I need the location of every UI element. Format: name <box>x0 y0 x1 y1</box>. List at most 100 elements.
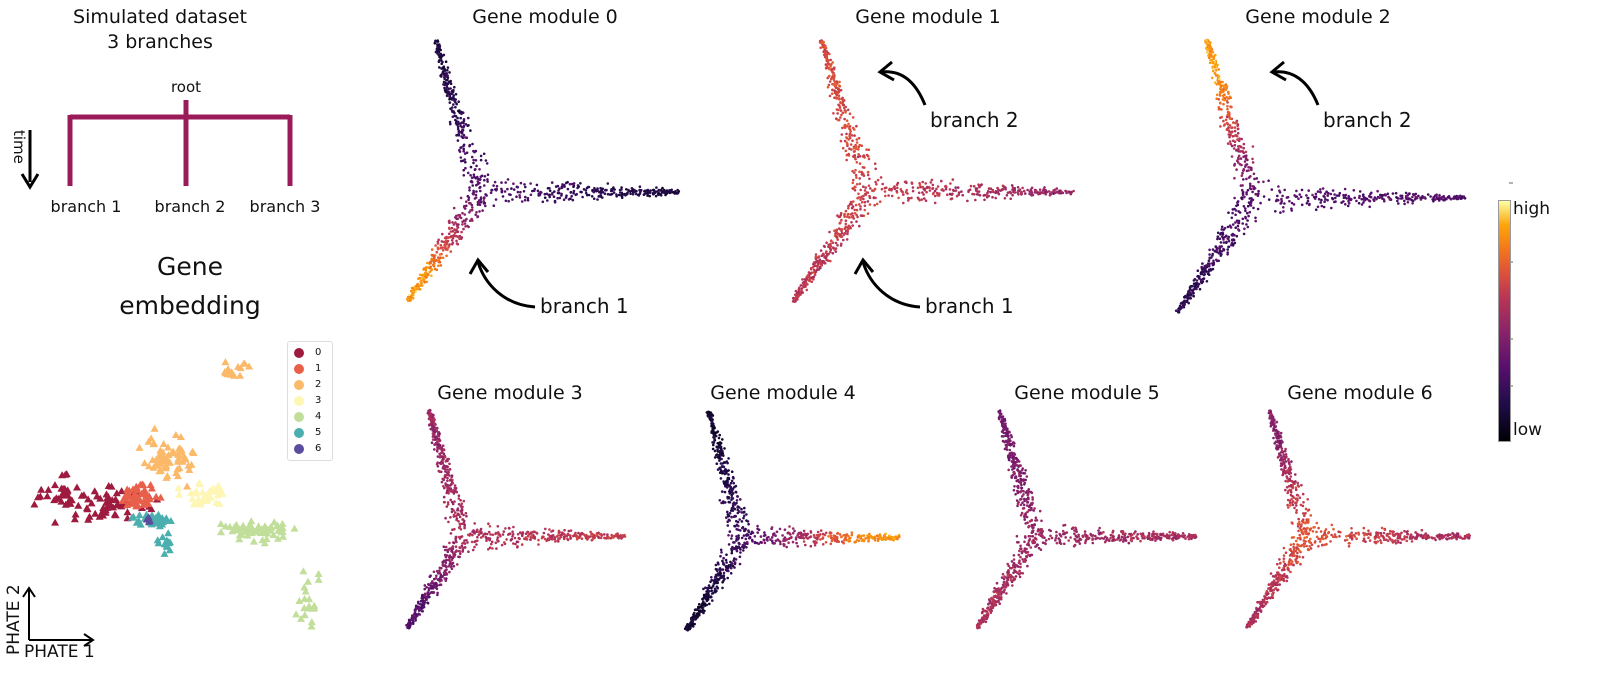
cell-point <box>569 197 572 200</box>
cell-point <box>840 228 844 231</box>
cell-point <box>971 192 974 196</box>
cell-point <box>1023 540 1026 544</box>
cell-point <box>1174 309 1178 313</box>
cell-point <box>1208 253 1211 256</box>
cell-point <box>774 534 777 537</box>
cell-point <box>1293 194 1296 197</box>
cell-point <box>714 431 717 435</box>
cell-point <box>853 208 856 212</box>
cell-point <box>836 244 839 247</box>
cell-point <box>730 566 733 570</box>
cell-point <box>439 264 443 267</box>
cell-point <box>407 621 411 625</box>
cell-point <box>408 293 412 297</box>
cell-point <box>569 536 572 540</box>
cell-point <box>1387 195 1390 199</box>
cell-point <box>1224 118 1228 122</box>
cell-point <box>736 495 739 498</box>
cell-point <box>537 543 540 546</box>
cell-point <box>969 184 973 188</box>
cell-point <box>1429 195 1432 198</box>
cell-point <box>446 503 450 506</box>
cell-point <box>1334 200 1337 203</box>
cell-point <box>449 82 453 86</box>
cell-point <box>779 542 782 546</box>
cell-point <box>1230 126 1233 130</box>
cell-point <box>833 89 836 92</box>
cell-point <box>837 88 840 91</box>
cell-point <box>1214 245 1218 248</box>
cell-point <box>756 527 759 531</box>
cell-point <box>795 294 799 297</box>
cell-point <box>1376 195 1380 199</box>
cell-point <box>1367 199 1371 202</box>
cell-point <box>553 190 556 193</box>
cell-point <box>719 469 723 473</box>
cell-point <box>1246 204 1250 208</box>
cell-point <box>848 125 851 128</box>
cell-point <box>443 88 447 92</box>
cell-point <box>511 530 514 533</box>
cell-point <box>727 473 730 476</box>
cell-point <box>1007 468 1010 472</box>
cell-point <box>727 477 731 481</box>
cell-point <box>844 105 847 109</box>
cell-point <box>819 538 822 541</box>
cell-point <box>1208 50 1212 53</box>
cell-point <box>1283 202 1286 205</box>
cell-point <box>873 539 877 542</box>
cell-point <box>759 535 763 538</box>
cell-point <box>585 193 589 197</box>
cell-point <box>887 194 890 197</box>
cell-point <box>734 558 738 561</box>
cell-point <box>1154 536 1158 540</box>
cell-point <box>474 168 477 171</box>
cell-point <box>457 526 461 530</box>
cell-point <box>805 288 809 292</box>
cell-point <box>919 185 922 189</box>
cell-point <box>454 539 458 543</box>
cell-point <box>497 533 500 536</box>
cell-point <box>835 229 838 233</box>
cell-point <box>1233 140 1237 143</box>
cell-point <box>1215 93 1219 97</box>
cell-point <box>1305 194 1308 197</box>
cell-point <box>433 42 437 45</box>
cell-point <box>1187 301 1190 305</box>
cell-point <box>430 258 433 262</box>
cell-point <box>1245 192 1248 196</box>
cell-point <box>658 189 662 192</box>
cell-point <box>1001 572 1005 576</box>
cell-point <box>966 199 969 203</box>
cell-point <box>738 518 741 521</box>
cell-point <box>631 192 635 196</box>
cell-point <box>847 207 850 210</box>
cell-point <box>464 123 468 126</box>
cell-point <box>447 484 450 487</box>
cell-point <box>572 191 575 195</box>
cell-point <box>457 223 460 226</box>
cell-point <box>819 529 823 532</box>
cell-point <box>722 454 725 457</box>
cell-point <box>1024 478 1027 482</box>
cell-point <box>1314 192 1318 196</box>
cell-point <box>421 599 424 602</box>
cell-point <box>1220 108 1223 111</box>
cell-point <box>1031 535 1035 538</box>
cell-point <box>876 534 879 537</box>
cell-point <box>436 240 440 244</box>
cell-point <box>729 572 733 575</box>
cell-point <box>515 540 519 544</box>
cell-point <box>463 222 467 225</box>
cell-point <box>409 289 413 293</box>
cell-point <box>1181 532 1185 535</box>
cell-point <box>996 591 1000 594</box>
cell-point <box>598 532 601 536</box>
cell-point <box>1246 219 1249 222</box>
cell-point <box>1281 194 1284 198</box>
cell-point <box>883 186 887 190</box>
cell-point <box>986 607 989 610</box>
cell-point <box>450 500 454 504</box>
cell-point <box>442 495 446 499</box>
cell-point <box>438 53 442 57</box>
